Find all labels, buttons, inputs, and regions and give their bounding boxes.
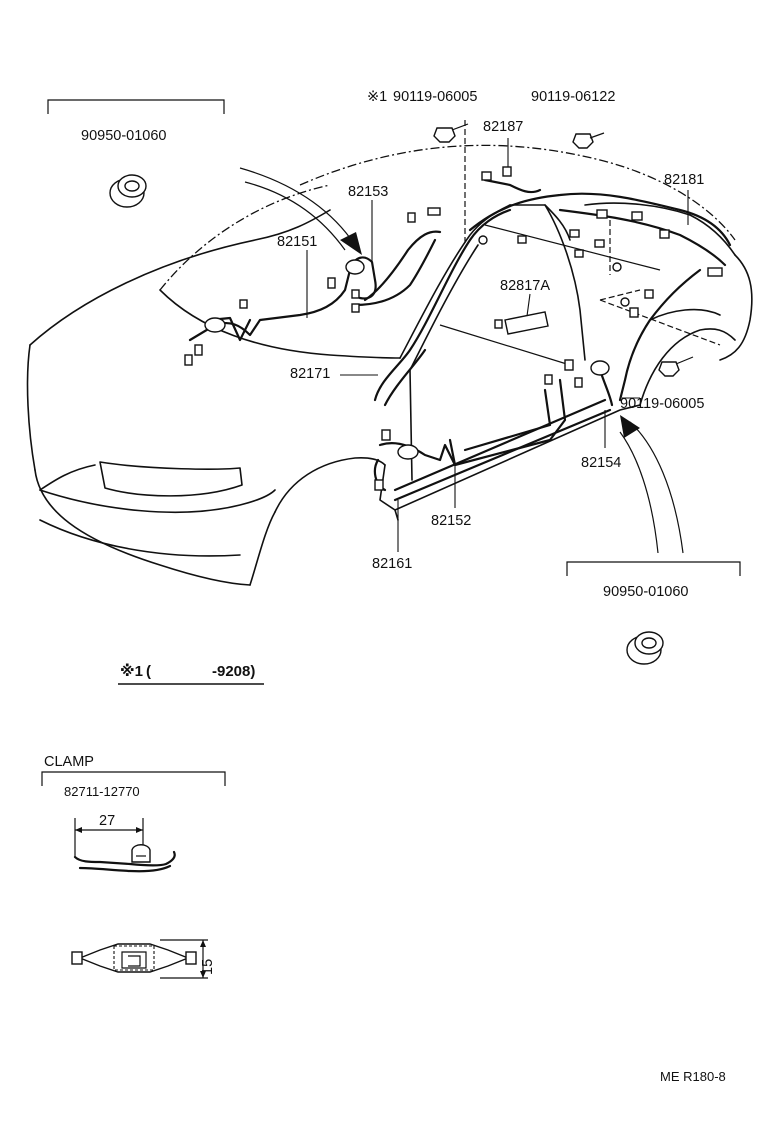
- label-82161: 82161: [372, 556, 412, 572]
- clamp-partno: 82711-12770: [64, 784, 140, 799]
- bolt-3-partno: 90119-06005: [620, 396, 704, 412]
- grommet-right-partno: 90950-01060: [603, 584, 688, 600]
- clamp-dim-length: 27: [99, 813, 115, 829]
- leader-lines: [306, 138, 689, 552]
- label-82151: 82151: [277, 234, 317, 250]
- grommet-right: [566, 561, 741, 665]
- label-82152: 82152: [431, 513, 471, 529]
- clamp-dim-height: 15: [200, 959, 216, 975]
- label-82171: 82171: [290, 366, 330, 382]
- clamp-detail: CLAMP 82711-12770 27 15: [41, 754, 226, 979]
- bolt-icon: [433, 123, 694, 377]
- bolt-1-partno: 90119-06005: [393, 89, 477, 105]
- note-mark: ※1: [120, 662, 143, 680]
- note-range-end: -9208): [212, 663, 255, 680]
- note-range-open: (: [146, 663, 151, 680]
- arrows: [239, 167, 684, 554]
- wire-harness: [188, 178, 732, 502]
- label-82153: 82153: [348, 184, 388, 200]
- applicability-note: ※1 ( -9208): [118, 662, 264, 685]
- label-82187: 82187: [483, 119, 523, 135]
- label-82817a: 82817A: [500, 278, 550, 294]
- grommet-left: [47, 99, 225, 208]
- bolt-2-partno: 90119-06122: [531, 89, 615, 105]
- grommet-left-partno: 90950-01060: [81, 128, 166, 144]
- bolt-1-mark: ※1: [367, 89, 387, 105]
- label-82181: 82181: [664, 172, 704, 188]
- diagram-ref: ME R180-8: [660, 1069, 726, 1084]
- label-82154: 82154: [581, 455, 621, 471]
- connectors: [184, 166, 723, 491]
- clamp-title: CLAMP: [44, 754, 94, 770]
